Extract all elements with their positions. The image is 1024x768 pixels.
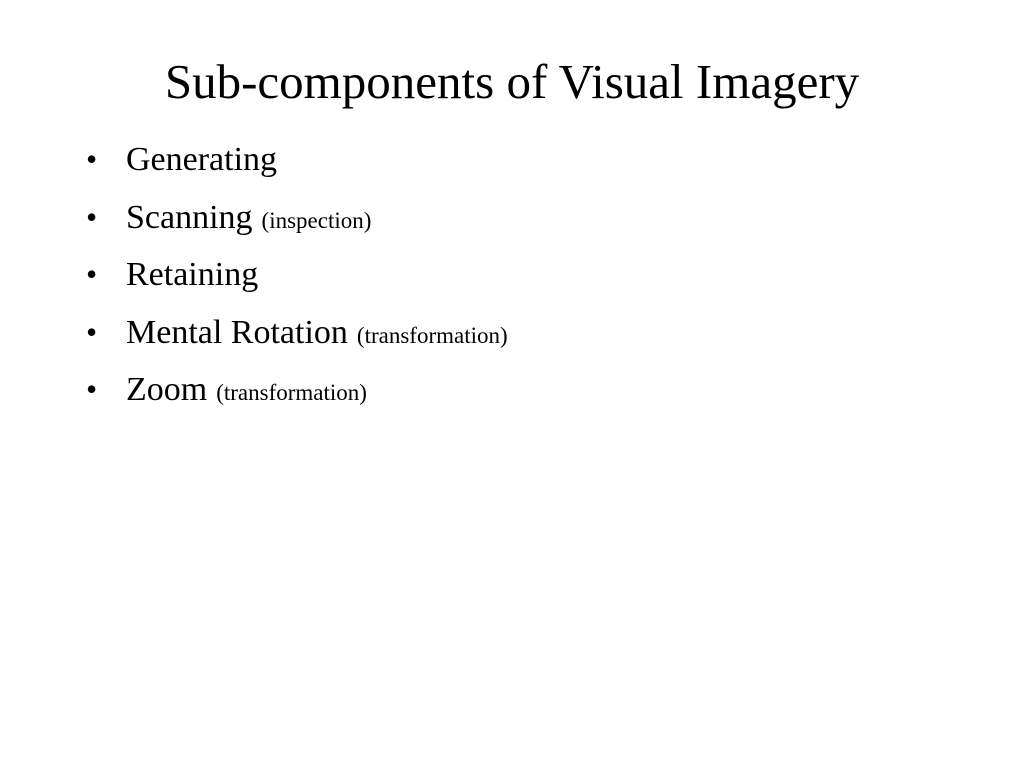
- bullet-marker: •: [86, 198, 98, 235]
- bullet-note-scanning: (inspection): [261, 207, 372, 233]
- list-item: • Zoom (transformation): [86, 366, 508, 424]
- bullet-marker: •: [86, 256, 98, 292]
- bullet-label-generating: Generating: [126, 141, 278, 178]
- list-item: • Scanning (inspection): [86, 194, 508, 252]
- bullet-note-zoom: (transformation): [216, 380, 367, 405]
- bullet-label-zoom: Zoom: [126, 371, 208, 408]
- bullet-note-mental-rotation: (transformation): [356, 322, 508, 348]
- list-item: • Retaining: [86, 251, 508, 309]
- bullet-marker: •: [86, 371, 98, 407]
- bullet-label-retaining: Retaining: [126, 256, 259, 293]
- slide-title: Sub-components of Visual Imagery: [164, 54, 860, 109]
- bullet-label-scanning: Scanning: [126, 198, 253, 236]
- bullet-marker: •: [86, 313, 98, 350]
- bullet-label-mental-rotation: Mental Rotation: [126, 313, 348, 351]
- list-item: • Mental Rotation (transformation): [86, 309, 508, 367]
- bullet-list: • Generating • Scanning (inspection) • R…: [86, 136, 508, 424]
- list-item: • Generating: [86, 136, 508, 194]
- bullet-marker: •: [86, 141, 98, 177]
